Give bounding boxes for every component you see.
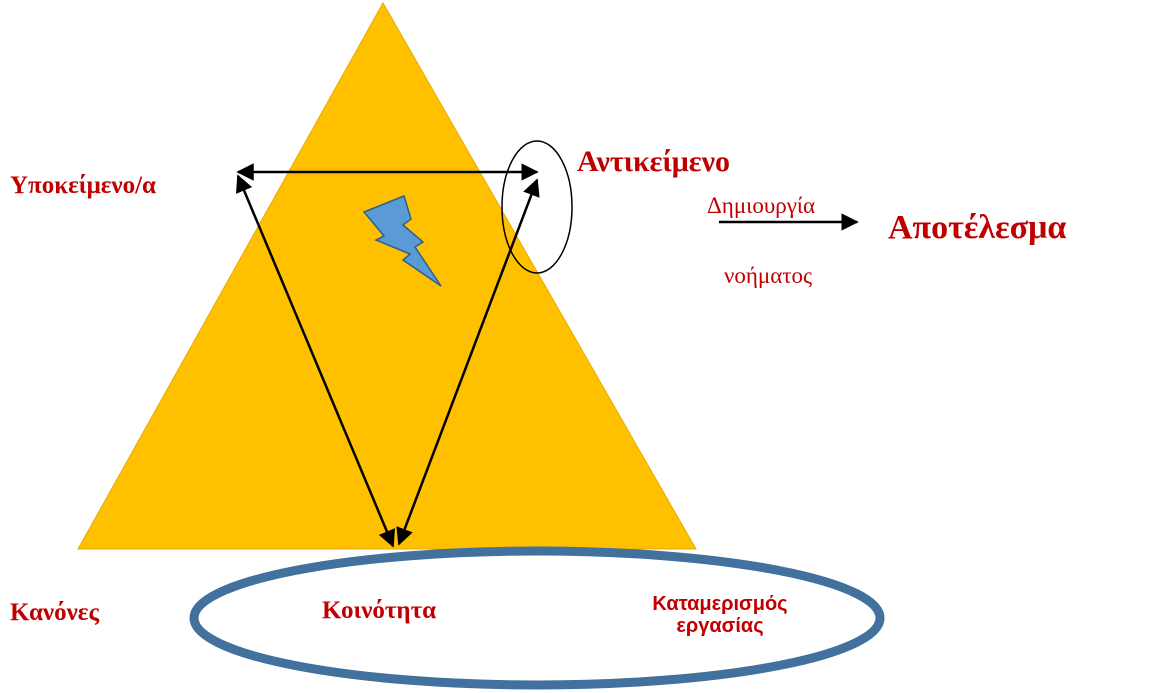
division-of-labor-label-line2: εργασίας	[676, 615, 763, 637]
activity-triangle	[77, 1, 697, 550]
meaning-creation-label-line1: Δημιουργία	[707, 193, 815, 218]
community-ellipse	[189, 546, 885, 690]
object-label: Αντικείμενο	[577, 145, 730, 178]
community-object-arrow	[396, 178, 540, 546]
meaning-creation-label-line2: νοήματος	[724, 263, 812, 288]
division-of-labor-label-line1: Καταμερισμός	[652, 593, 787, 615]
community-label: Κοινότητα	[322, 597, 436, 624]
subject-community-arrow	[236, 174, 395, 548]
outcome-label: Αποτέλεσμα	[888, 209, 1066, 246]
rules-label: Κανόνες	[10, 599, 99, 626]
subject-label: Υποκείμενο/α	[10, 172, 156, 199]
object-ellipse	[501, 140, 573, 274]
